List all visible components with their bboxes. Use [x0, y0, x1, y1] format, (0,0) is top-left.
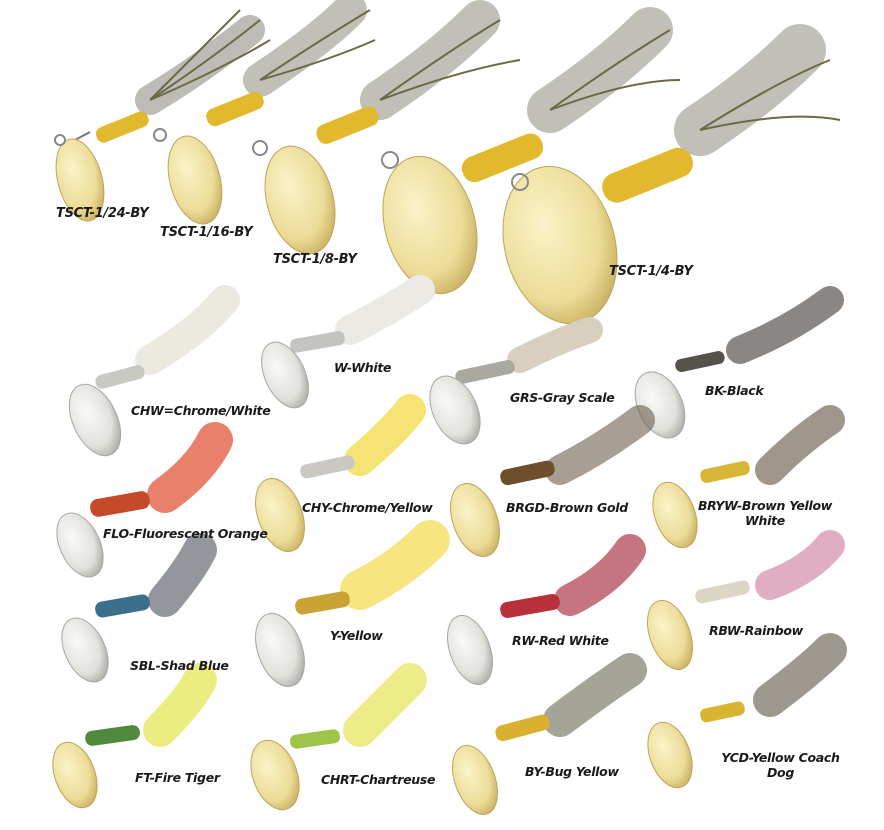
label-ycd: YCD-Yellow Coach Dog — [721, 750, 840, 780]
lure-y — [255, 520, 450, 687]
lure-tsct-1-16-by — [153, 0, 376, 225]
label-w: W-White — [334, 360, 392, 375]
label-y: Y-Yellow — [330, 628, 383, 643]
lure-flo — [56, 422, 233, 578]
label-bk: BK-Black — [705, 383, 764, 398]
label-by: BY-Bug Yellow — [525, 764, 619, 779]
lure-chw — [68, 285, 240, 457]
label-chrt: CHRT-Chartreuse — [321, 772, 436, 787]
label-grs: GRS-Gray Scale — [510, 390, 615, 405]
label-rw: RW-Red White — [512, 633, 609, 648]
lure-chy — [255, 394, 426, 552]
lure-tsct-1-8-by — [252, 0, 521, 255]
lure-brgd — [450, 405, 655, 557]
label-rbw: RBW-Rainbow — [709, 623, 803, 638]
label-ft: FT-Fire Tiger — [135, 770, 220, 785]
label-sbl: SBL-Shad Blue — [130, 658, 229, 673]
label-flo: FLO-Fluorescent Orange — [103, 526, 268, 541]
lure-sbl — [61, 533, 217, 683]
lure-tsct-1-4-by-b — [502, 24, 841, 325]
label-bryw: BRYW-Brown Yellow White — [697, 498, 833, 528]
label-tsct-1-4-by: TSCT-1/4-BY — [609, 264, 693, 279]
lure-tsct-1-24-by — [54, 9, 271, 222]
label-brgd: BRGD-Brown Gold — [506, 500, 628, 515]
lure-ft — [52, 663, 217, 809]
lure-grs — [429, 317, 603, 445]
label-tsct-1-24-by: TSCT-1/24-BY — [56, 206, 149, 221]
lure-bryw — [652, 405, 845, 549]
lure-w — [261, 275, 435, 409]
label-chy: CHY-Chrome/Yellow — [302, 500, 433, 515]
label-tsct-1-8-by: TSCT-1/8-BY — [273, 252, 357, 267]
lure-chrt — [250, 663, 427, 811]
lure-ycd — [647, 633, 847, 789]
lure-tsct-1-4-by-a — [381, 7, 681, 295]
lure-by — [452, 653, 647, 816]
lure-rw — [447, 534, 646, 686]
lure-rbw — [647, 530, 845, 671]
label-tsct-1-16-by: TSCT-1/16-BY — [160, 225, 253, 240]
label-chw: CHW=Chrome/White — [131, 403, 271, 418]
